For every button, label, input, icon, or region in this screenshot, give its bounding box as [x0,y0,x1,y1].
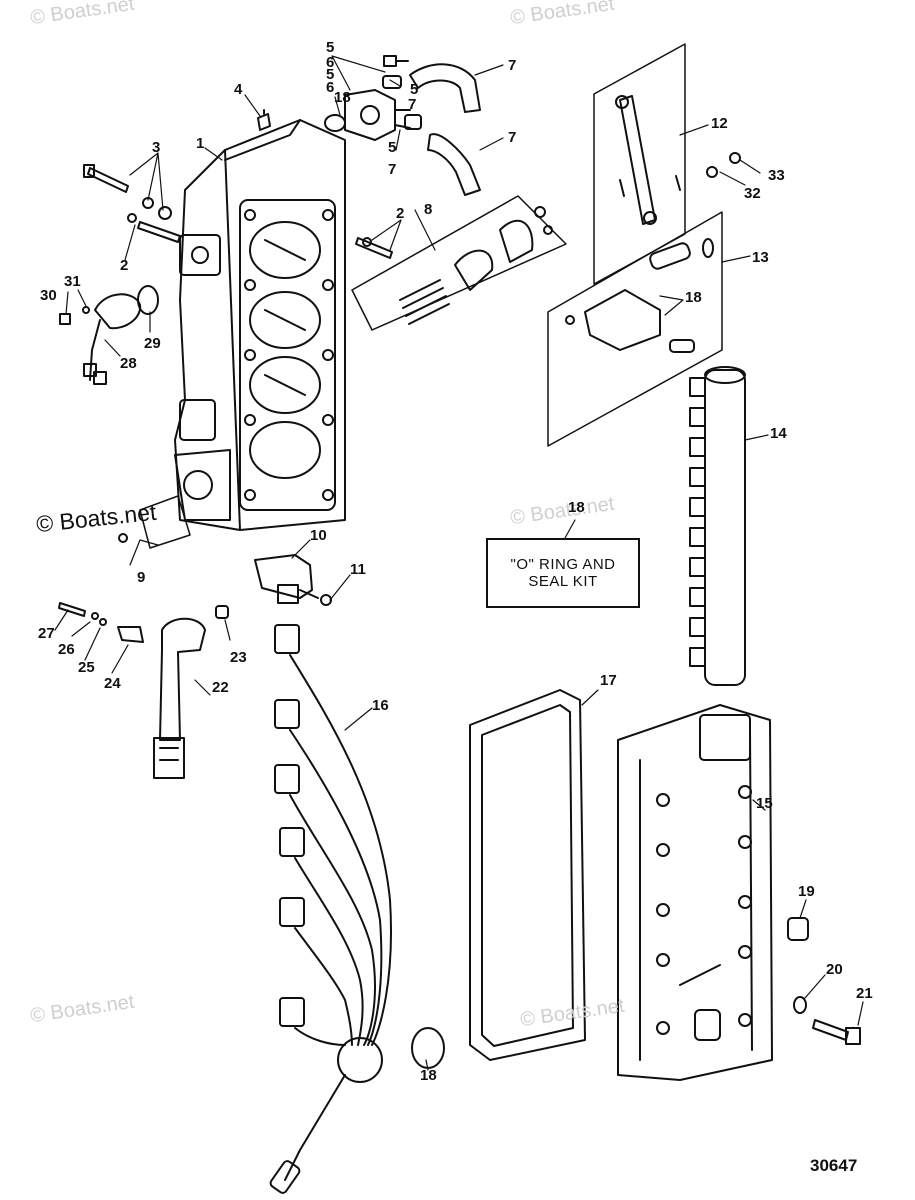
gasket-17 [469,689,586,1061]
callout-label: 8 [424,201,433,218]
bolt-4 [257,109,271,131]
callout-label: 12 [711,115,728,132]
manifold-cover [617,704,773,1081]
callout-label: 21 [856,985,873,1002]
callout-label: 16 [372,697,389,714]
callout-label: 30 [40,287,57,304]
callout-label: 11 [350,561,366,578]
callout-label: 31 [64,273,81,290]
callout-label: 20 [826,961,843,978]
bolts-3 [83,164,172,220]
small-parts-23-27 [58,602,229,643]
callout-label: 14 [770,425,787,442]
callout-label: 7 [388,161,397,178]
callout-label: 25 [78,659,95,676]
callout-label: 18 [568,499,585,516]
cylinder-head [174,119,346,531]
callout-label: 2 [396,205,405,222]
callout-label: 6 [326,79,335,96]
callout-label: 5 [326,39,335,56]
callout-label: 10 [310,527,327,544]
callout-label: 26 [58,641,75,658]
callout-label: 27 [38,625,55,642]
kit-line-2: SEAL KIT [528,573,598,590]
callout-label: 3 [152,139,161,156]
callout-label: 5 [326,66,335,83]
callout-label: 18 [685,289,702,306]
callout-label: 24 [104,675,121,692]
callout-label: 28 [120,355,137,372]
figure-number: 30647 [810,1156,858,1175]
callout-label: 22 [212,679,229,696]
callout-label: 29 [144,335,161,352]
callout-label: 5 [410,81,419,98]
o-ring-seal-kit-box: "O" RING AND SEAL KIT [486,538,640,608]
callout-label: 5 [388,139,397,156]
callout-label: 7 [508,57,517,74]
hose-lower [427,133,481,196]
callout-label: 7 [508,129,517,146]
sensor-plate [59,285,159,385]
kit-line-1: "O" RING AND [510,556,616,573]
hose-upper [409,63,481,113]
callout-label: 6 [326,54,335,71]
callout-label: 9 [137,569,146,586]
callout-label: 17 [600,672,617,689]
studs-2-right [355,237,393,259]
callout-label: 18 [334,89,351,106]
bracket-22 [153,617,206,779]
fuel-injector [254,554,332,606]
studs-2-left [127,213,181,243]
callout-label: 13 [752,249,769,266]
callout-label: 23 [230,649,247,666]
callout-label: 33 [768,167,785,184]
gasket-9 [118,495,191,549]
throttle-kit-13 [547,211,723,447]
callout-label: 19 [798,883,815,900]
callout-label: 1 [196,135,205,152]
fuel-rail [689,366,746,686]
parts-19-21 [787,917,861,1045]
callout-label: 2 [120,257,129,274]
water-fitting [324,55,422,141]
nuts-32-33 [706,152,741,178]
wiring-harness [269,624,445,1194]
callout-label: 18 [420,1067,437,1084]
callout-label: 15 [756,795,773,812]
thermostat-kit [351,195,567,331]
callout-label: 4 [234,81,243,98]
leader-lines [54,55,864,1071]
callout-label: 32 [744,185,761,202]
callout-label: 7 [408,96,417,113]
